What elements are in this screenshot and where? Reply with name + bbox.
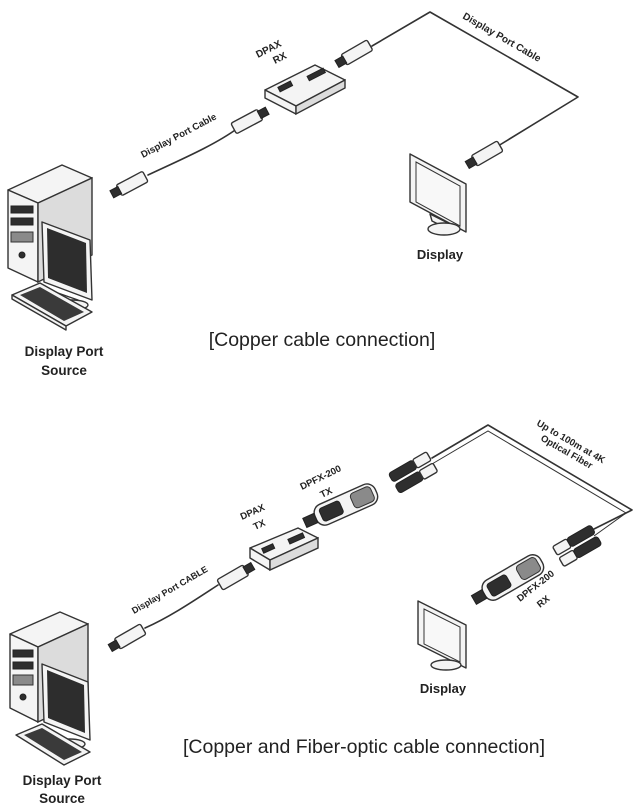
- left-cable-label: Display Port Cable: [139, 112, 218, 161]
- copper-caption: [Copper cable connection]: [209, 329, 436, 351]
- display-label: Display: [417, 247, 464, 262]
- bottom-cable-label: Display Port CABLE: [130, 564, 209, 616]
- fiber-diagram: Display Port Source Display Port CABLE D…: [9, 418, 633, 806]
- keyboard-icon-2: [15, 723, 91, 766]
- optical-fiber-cable: [388, 424, 633, 567]
- tx-module-label-line2: TX: [318, 485, 334, 500]
- dpax-rx-box: [264, 64, 346, 116]
- display-monitor-icon: [409, 153, 467, 236]
- dpfx-tx-module: [302, 483, 379, 529]
- copper-diagram: Display Port Source Display Port Cable D…: [7, 11, 579, 378]
- source-label-line2-2: Source: [39, 791, 85, 806]
- display-port-cable-bottom: [107, 561, 256, 653]
- right-cable-label: Display Port Cable: [461, 11, 543, 65]
- display-monitor-icon-2: [417, 600, 467, 671]
- fiber-caption: [Copper and Fiber-optic cable connection…: [183, 736, 545, 758]
- source-label-line2: Source: [41, 363, 87, 378]
- tx-box-label-line2: TX: [252, 517, 268, 532]
- dpax-tx-box: [249, 527, 319, 572]
- rx-module-label-line2: RX: [535, 593, 553, 610]
- source-label-line1: Display Port: [25, 344, 104, 359]
- tx-module-label-line1: DPFX-200: [298, 463, 343, 492]
- keyboard-icon: [11, 282, 93, 331]
- display-port-cable-right: [334, 11, 579, 170]
- display-label-2: Display: [420, 681, 467, 696]
- source-label-line1-2: Display Port: [23, 773, 102, 788]
- dpfx-rx-module: [470, 554, 545, 606]
- display-port-cable-left: [109, 106, 270, 199]
